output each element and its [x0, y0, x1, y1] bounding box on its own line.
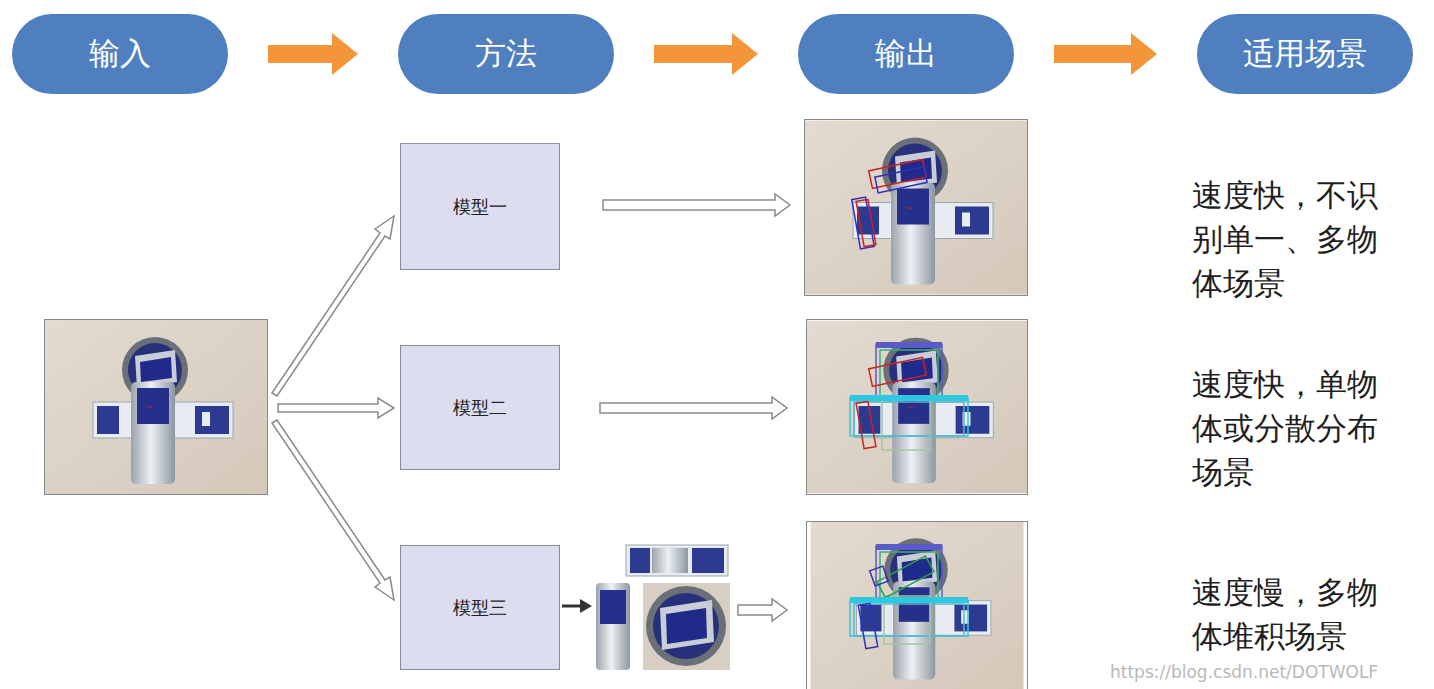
node-text: 适用场景: [1243, 33, 1367, 75]
node-text: 方法: [475, 33, 537, 75]
model-box: 模型二: [400, 345, 560, 470]
header-pill: 输出: [798, 14, 1014, 94]
model-box: 模型三: [400, 545, 560, 670]
scene-description: 速度快，单物体或分散分布场景: [1192, 362, 1406, 494]
header-pill: 方法: [398, 14, 614, 94]
scene-description: 速度慢，多物体堆积场景: [1192, 570, 1406, 658]
flow-arrow: [654, 33, 758, 75]
node-text: 输入: [89, 33, 151, 75]
flow-arrow: [268, 33, 358, 75]
model-box: 模型一: [400, 143, 560, 270]
flow-arrow: [1054, 33, 1157, 75]
node-text: 模型三: [453, 596, 507, 620]
header-pill: 适用场景: [1197, 14, 1413, 94]
node-text: 模型一: [453, 195, 507, 219]
node-text: 输出: [875, 33, 937, 75]
node-text: 模型二: [453, 396, 507, 420]
header-pill: 输入: [12, 14, 228, 94]
scene-description: 速度快，不识别单一、多物体场景: [1192, 173, 1406, 305]
watermark: https://blog.csdn.net/DOTWOLF: [1110, 662, 1378, 682]
